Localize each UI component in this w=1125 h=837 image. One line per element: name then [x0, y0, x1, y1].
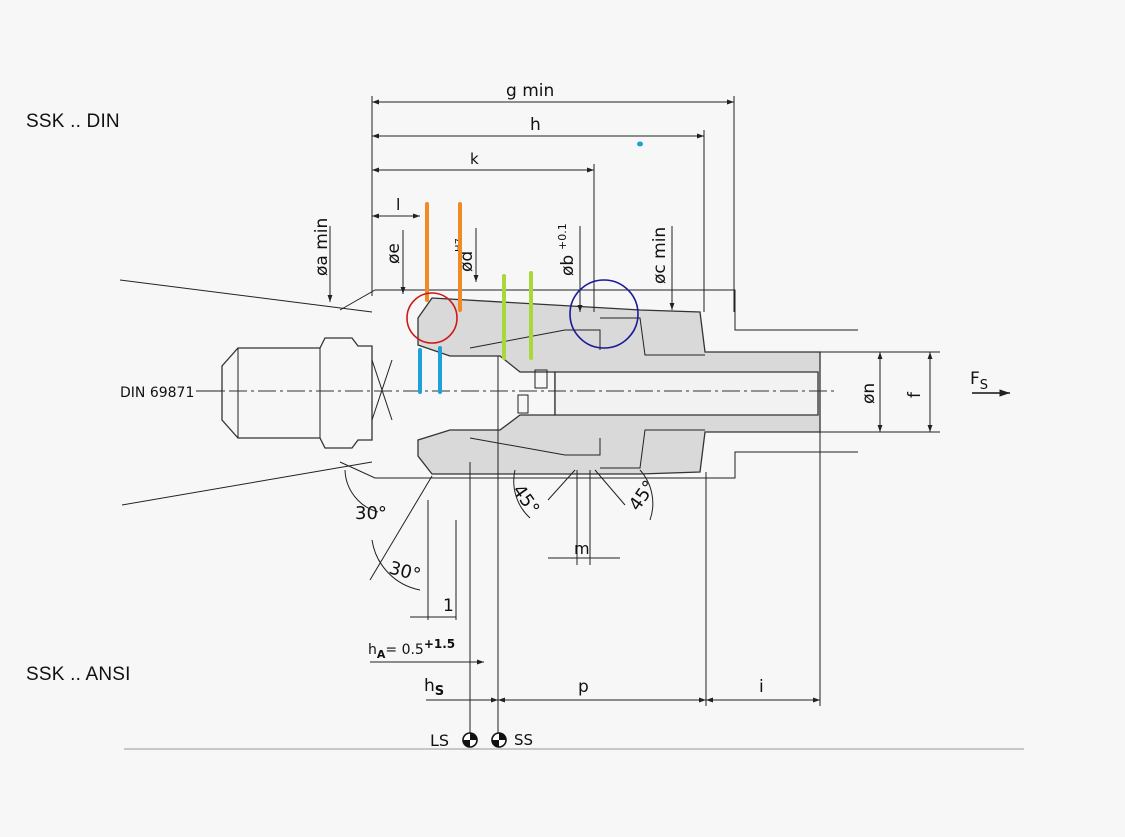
dim-a-min: øa min — [312, 218, 332, 276]
dim-f: f — [905, 391, 925, 398]
angle-45-right: 45° — [625, 477, 661, 515]
dim-b: øb — [558, 255, 578, 276]
dim-l: l — [396, 195, 400, 214]
ssk-ansi-label: SSK .. ANSI — [26, 664, 131, 685]
m-dimension — [548, 470, 620, 565]
angle-45-left: 45° — [508, 481, 544, 519]
ss-symbol — [491, 732, 507, 748]
dim-e: øe — [384, 243, 404, 264]
dim-p: p — [578, 677, 589, 697]
blue-dot — [637, 141, 643, 147]
label-ss: SS — [514, 731, 533, 749]
dim-k: k — [470, 150, 479, 168]
angle-30-top: 30° — [355, 503, 387, 524]
dim-ha-label: hA= 0.5+1.5 — [368, 637, 455, 661]
ls-symbol — [462, 732, 478, 748]
dim-m: m — [574, 539, 590, 558]
taper-holder-outline — [119, 279, 858, 506]
force-fs-label: FS — [970, 369, 988, 393]
dim-n: øn — [859, 383, 879, 404]
red-highlight-circle — [406, 292, 458, 344]
dim-h: h — [530, 115, 541, 135]
angle-annotations — [344, 469, 654, 591]
top-dimensions — [371, 96, 735, 312]
dim-hs-label: hS — [424, 676, 444, 699]
angle-30-bottom: 30° — [387, 558, 423, 587]
dim-c-min: øc min — [650, 227, 670, 284]
din-69871-label: DIN 69871 — [120, 385, 194, 401]
label-ls: LS — [430, 731, 449, 750]
ssk-din-label: SSK .. DIN — [26, 111, 120, 132]
vertical-diameter-leaders — [327, 226, 675, 312]
dim-i: i — [759, 677, 764, 697]
right-dimensions — [820, 351, 1010, 433]
navy-highlight-circle — [569, 279, 639, 349]
dim-b-tolerance: +0.1 — [556, 223, 569, 250]
dim-g-min: g min — [506, 81, 554, 101]
retention-knob — [221, 337, 393, 449]
clamping-set-body — [417, 297, 821, 475]
dim-one: 1 — [443, 596, 454, 616]
bottom-dimensions — [370, 430, 821, 740]
